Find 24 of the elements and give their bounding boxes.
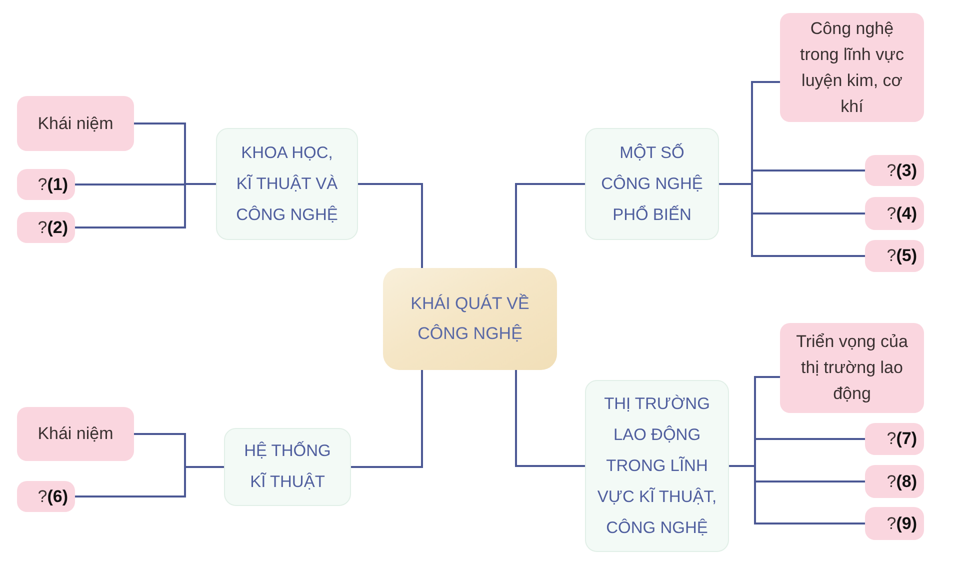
- item-box: ?(1): [17, 169, 75, 200]
- item-box: ?(9): [865, 507, 924, 540]
- item-box: ?(3): [865, 155, 924, 186]
- item-box: ?(8): [865, 465, 924, 498]
- item-box: ?(2): [17, 212, 75, 243]
- connector-line: [351, 370, 423, 468]
- subtopic-box: THỊ TRƯỜNG LAO ĐỘNG TRONG LĨNH VỰC KĨ THUẬT, CÔNG NGHỆ: [585, 380, 729, 552]
- item-box: Triển vọng của thị trường lao động: [780, 323, 924, 413]
- connector-line: [515, 183, 585, 268]
- connector-line: [719, 183, 865, 257]
- subtopic-box: HỆ THỐNG KĨ THUẬT: [224, 428, 351, 506]
- item-box: ?(4): [865, 197, 924, 230]
- item-box: ?(6): [17, 481, 75, 512]
- item-box: ?(7): [865, 423, 924, 455]
- connector-line: [358, 183, 423, 268]
- subtopic-box: MỘT SỐ CÔNG NGHỆ PHỔ BIẾN: [585, 128, 719, 240]
- main-topic-box: KHÁI QUÁT VỀ CÔNG NGHỆ: [383, 268, 557, 370]
- item-box: Khái niệm: [17, 407, 134, 461]
- item-box: Công nghệ trong lĩnh vực luyện kim, cơ khí: [780, 13, 924, 122]
- connector-line: [515, 370, 585, 467]
- item-box: ?(5): [865, 240, 924, 272]
- subtopic-box: KHOA HỌC, KĨ THUẬT VÀ CÔNG NGHỆ: [216, 128, 358, 240]
- item-box: Khái niệm: [17, 96, 134, 151]
- connector-line: [75, 183, 216, 228]
